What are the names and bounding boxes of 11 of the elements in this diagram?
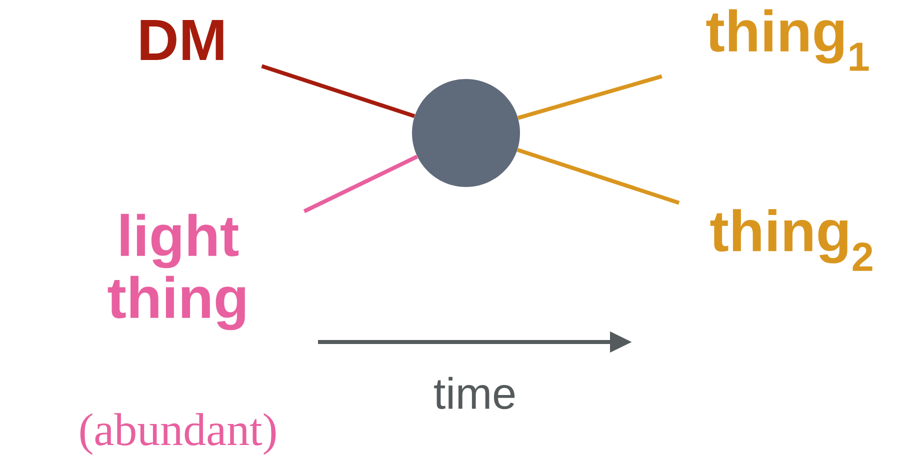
line [261,64,416,118]
vertex-circle [412,79,520,187]
node-label: DM [140,20,224,60]
node-label: thing$_{2}$ [710,209,872,271]
axis-label: time [434,376,515,410]
line [303,154,418,214]
node-note: (abundant) [80,413,276,455]
node-label: light thing [108,214,246,330]
line [518,74,662,120]
line [516,148,680,205]
node-label: thing$_{1}$ [706,9,869,71]
